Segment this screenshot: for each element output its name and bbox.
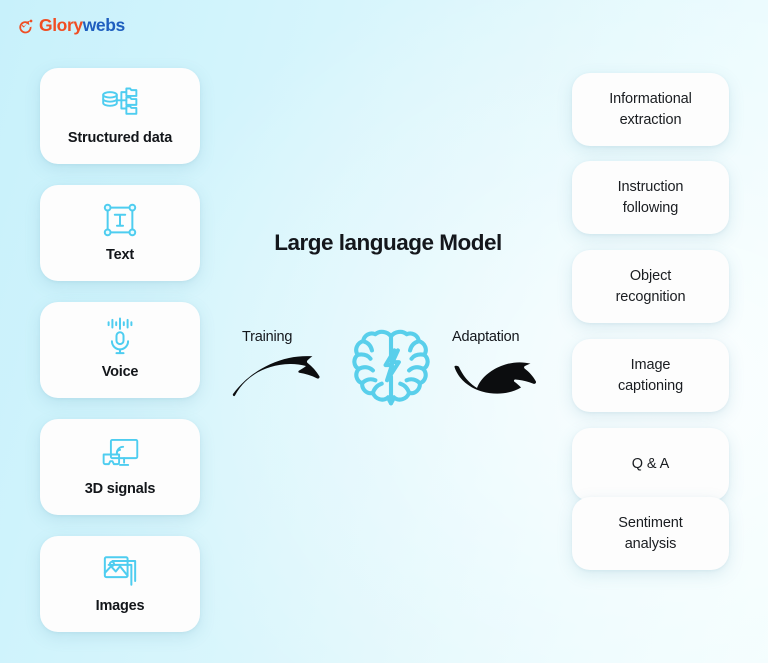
output-card-instruction-following[interactable]: Instruction following — [572, 161, 729, 234]
output-card-label: Object recognition — [616, 266, 686, 307]
output-card-line1: Informational — [609, 90, 692, 107]
input-card-text[interactable]: Text — [40, 185, 200, 281]
input-card-structured-data[interactable]: Structured data — [40, 68, 200, 164]
brand-wordmark: Glorywebs — [39, 15, 126, 35]
output-card-label: Q & A — [632, 454, 669, 475]
output-card-label: Sentiment analysis — [618, 513, 682, 554]
input-card-label: Images — [95, 598, 145, 615]
output-card-line2: recognition — [615, 288, 686, 305]
brand-logo: Glorywebs — [17, 15, 126, 35]
microphone-waveform-icon — [100, 317, 140, 357]
input-card-3d-signals[interactable]: 3D signals — [40, 419, 200, 515]
brand-name-part-two: webs — [82, 15, 126, 35]
output-card-line1: Object — [629, 267, 672, 284]
output-card-line2: analysis — [624, 535, 677, 552]
output-card-line1: Image — [630, 356, 671, 373]
input-card-voice[interactable]: Voice — [40, 302, 200, 398]
input-card-label: Structured data — [67, 130, 173, 147]
output-card-image-captioning[interactable]: Image captioning — [572, 339, 729, 412]
output-card-label: Image captioning — [618, 355, 683, 396]
output-card-line1: Q & A — [631, 456, 670, 473]
curved-arrow-right-icon — [452, 362, 548, 404]
output-card-line1: Instruction — [617, 178, 684, 195]
output-card-label: Instruction following — [618, 177, 684, 218]
stacked-photos-icon — [100, 551, 140, 591]
output-card-line1: Sentiment — [618, 514, 683, 531]
input-card-label: 3D signals — [84, 481, 156, 498]
output-card-q-and-a[interactable]: Q & A — [572, 428, 729, 501]
output-card-line2: following — [622, 199, 679, 216]
database-folders-icon — [100, 83, 140, 123]
output-card-object-recognition[interactable]: Object recognition — [572, 250, 729, 323]
training-label: Training — [242, 329, 293, 345]
input-card-label: Text — [106, 247, 134, 264]
output-card-informational-extraction[interactable]: Informational extraction — [572, 73, 729, 146]
input-card-label: Voice — [101, 364, 139, 381]
curved-arrow-right-icon — [232, 356, 330, 400]
output-card-line2: extraction — [619, 111, 682, 128]
output-card-label: Informational extraction — [609, 89, 692, 130]
output-card-line2: captioning — [617, 377, 684, 394]
output-card-sentiment-analysis[interactable]: Sentiment analysis — [572, 497, 729, 570]
adaptation-label: Adaptation — [452, 329, 520, 345]
brand-name-part-one: Glory — [39, 15, 83, 35]
input-card-images[interactable]: Images — [40, 536, 200, 632]
text-bounding-box-icon — [100, 200, 140, 240]
brain-lightning-icon — [346, 322, 436, 414]
glorywebs-mark-icon — [17, 17, 34, 34]
screen-signal-icon — [100, 434, 140, 474]
page-title: Large language Model — [274, 230, 502, 255]
